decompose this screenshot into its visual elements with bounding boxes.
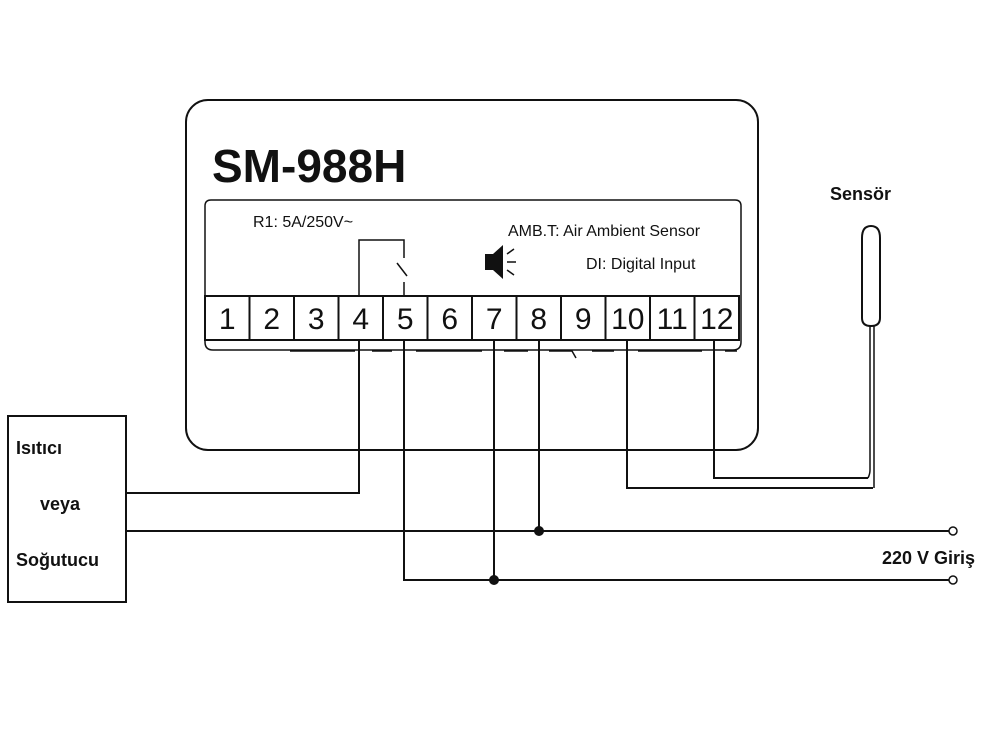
terminal-3: 3 [308, 303, 325, 336]
terminal-group-marks [290, 350, 737, 359]
load-label-line3: Soğutucu [16, 550, 99, 570]
supply-terminal [948, 575, 958, 585]
sensor-label: Sensör [830, 184, 891, 204]
wire-terminal-10-to-sensor [626, 340, 873, 489]
terminal-5: 5 [397, 303, 414, 336]
legend-di: DI: Digital Input [586, 256, 696, 273]
legend-amb: AMB.T: Air Ambient Sensor [508, 223, 701, 240]
terminal-4: 4 [352, 303, 369, 336]
wire-terminal-5-to-supply [403, 340, 950, 581]
buzzer-icon [485, 245, 516, 279]
relay-rating: R1: 5A/250V~ [253, 214, 353, 231]
terminal-10: 10 [611, 303, 644, 336]
junction-dot [489, 575, 499, 585]
terminal-6: 6 [441, 303, 458, 336]
terminal-7: 7 [486, 303, 503, 336]
wire-terminal-12-to-sensor [713, 340, 868, 479]
supply-terminal [948, 526, 958, 536]
model-title: SM-988H [212, 140, 406, 192]
load-box [7, 415, 127, 603]
sensor-probe-icon [861, 224, 881, 488]
junction-dot [534, 526, 544, 536]
terminal-9: 9 [575, 303, 592, 336]
terminal-1: 1 [219, 303, 236, 336]
load-label-line1: Isıtıcı [16, 438, 62, 458]
terminal-8: 8 [530, 303, 547, 336]
terminal-12: 12 [700, 303, 733, 336]
terminal-2: 2 [263, 303, 280, 336]
supply-label: 220 V Giriş [882, 548, 975, 568]
terminal-11: 11 [657, 303, 688, 336]
wire-load-to-terminal-4 [126, 340, 360, 494]
load-label-line2: veya [40, 494, 81, 514]
